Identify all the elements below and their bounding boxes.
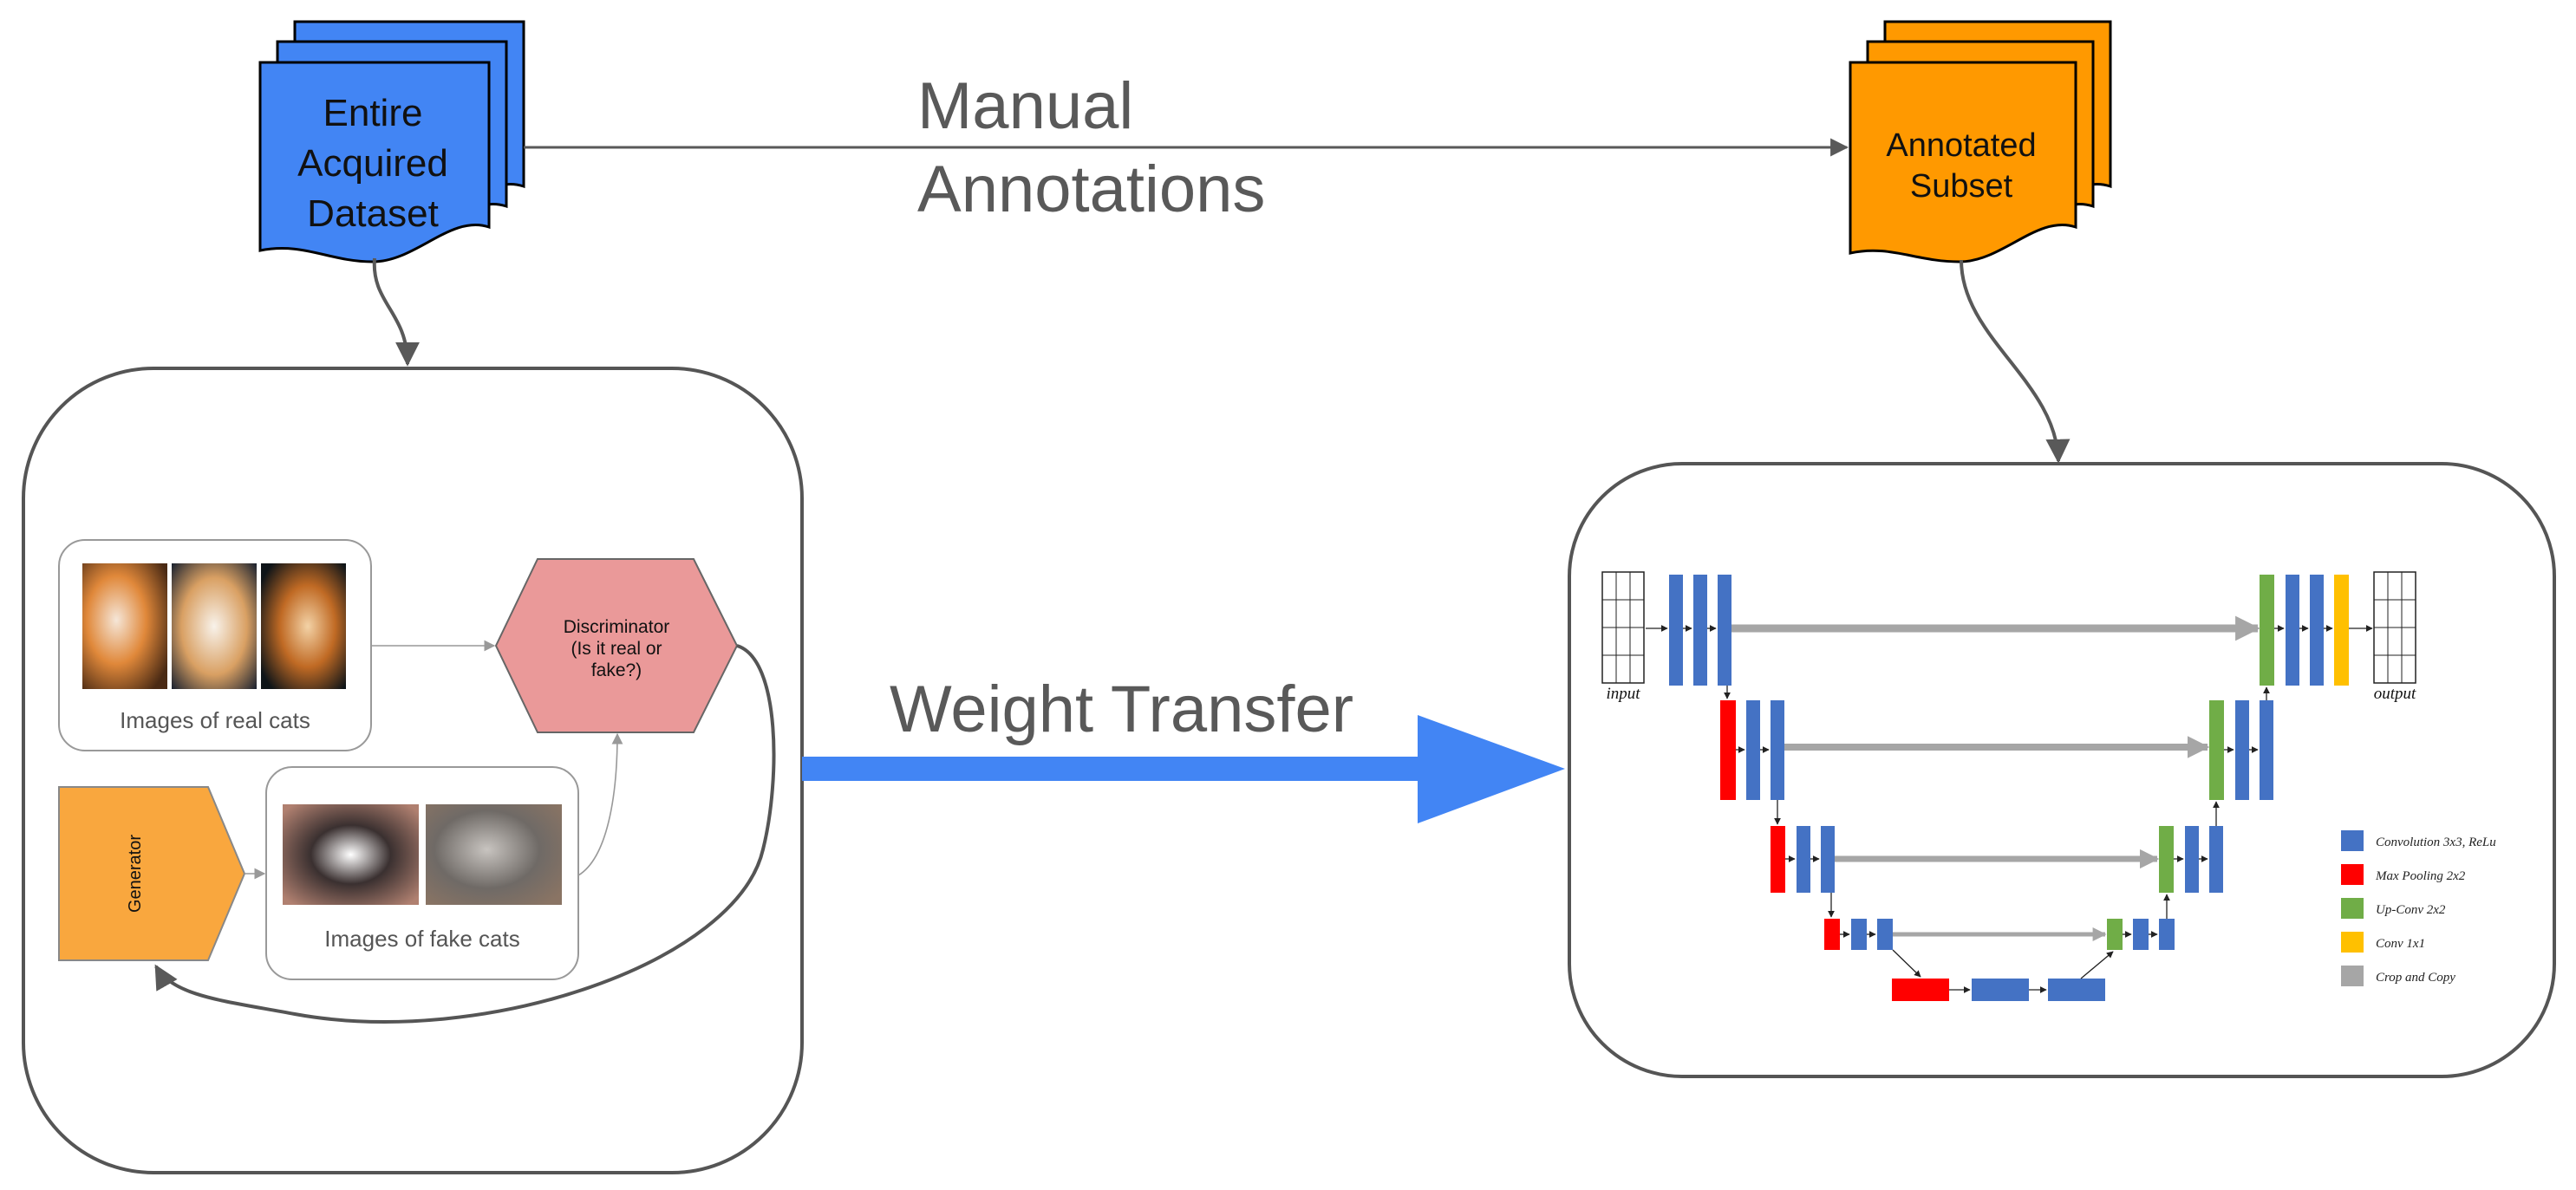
pool-block — [1771, 826, 1785, 893]
conv-block — [1877, 919, 1893, 950]
upconv-block — [2107, 919, 2123, 950]
legend-swatch-pool — [2341, 864, 2364, 885]
discriminator-node: Discriminator (Is it real or fake?) — [494, 558, 739, 733]
pool-block — [1892, 979, 1949, 1001]
unet-output-grid — [2373, 571, 2416, 684]
legend-label-upconv: Up-Conv 2x2 — [2376, 903, 2446, 917]
weight-transfer-label: Weight Transfer — [890, 673, 1353, 746]
legend-label-copy: Crop and Copy — [2376, 971, 2455, 985]
conv-block — [1851, 919, 1867, 950]
unet-panel — [1568, 462, 2556, 1078]
subset-label-line2: Subset — [1910, 168, 2013, 205]
feedback-arrow — [154, 644, 776, 1024]
conv-block — [1972, 979, 2029, 1001]
generator-node: Generator — [58, 786, 246, 961]
fake-cat-image-2 — [426, 804, 562, 905]
dataset-label-line1: Entire — [323, 92, 423, 134]
conv-block — [2235, 700, 2249, 800]
conv-block — [2310, 575, 2324, 686]
fake-to-discriminator-arrow — [577, 732, 623, 876]
conv1x1-block — [2334, 575, 2349, 686]
real-cat-image-2 — [172, 563, 257, 689]
conv-block — [2133, 919, 2149, 950]
conv-block — [2286, 575, 2299, 686]
manual-annotations-line2: Annotations — [917, 153, 1265, 226]
upconv-block — [2209, 700, 2224, 800]
annotated-subset-node: Annotated Subset — [1849, 20, 2112, 263]
subset-label-line1: Annotated — [1886, 127, 2036, 164]
conv-block — [2260, 700, 2273, 800]
dataset-label-line2: Acquired — [297, 142, 448, 185]
generator-label: Generator — [126, 835, 145, 913]
discriminator-line3: fake?) — [591, 660, 642, 680]
legend-swatch-conv1x1 — [2341, 932, 2364, 953]
conv-block — [1746, 700, 1760, 800]
unet-input-label: input — [1606, 685, 1640, 703]
fake-cats-label: Images of fake cats — [324, 926, 519, 952]
conv-block — [1821, 826, 1835, 893]
pool-block — [1720, 700, 1736, 800]
conv-block — [2185, 826, 2199, 893]
unet-blocks — [1669, 575, 2349, 1001]
conv-block — [1718, 575, 1731, 686]
weight-transfer-arrow — [802, 715, 1565, 823]
real-cat-image-3 — [261, 563, 346, 689]
manual-annotations-line1: Manual — [917, 69, 1133, 143]
conv-block — [2209, 826, 2223, 893]
discriminator-line1: Discriminator — [564, 617, 670, 637]
conv-block — [2159, 919, 2175, 950]
fake-cats-card: Images of fake cats — [265, 766, 579, 980]
conv-block — [1797, 826, 1810, 893]
pool-block — [1824, 919, 1840, 950]
dataset-label-line3: Dataset — [307, 192, 439, 235]
conv-block — [1669, 575, 1683, 686]
real-cat-image-1 — [82, 563, 167, 689]
entire-dataset-node: Entire Acquired Dataset — [258, 20, 525, 263]
real-cats-card: Images of real cats — [58, 539, 372, 751]
unet-output-label: output — [2374, 685, 2416, 703]
real-cats-label: Images of real cats — [120, 707, 310, 733]
legend-label-pool: Max Pooling 2x2 — [2375, 869, 2466, 883]
legend-label-conv: Convolution 3x3, ReLu — [2376, 836, 2496, 849]
unet-copy-connections — [1731, 615, 2260, 942]
conv-block — [2048, 979, 2105, 1001]
legend-label-conv1x1: Conv 1x1 — [2376, 937, 2425, 951]
fake-cat-image-1 — [283, 804, 419, 905]
conv-block — [1693, 575, 1707, 686]
unet-flow-arrows — [1646, 625, 2373, 993]
legend-swatch-conv — [2341, 830, 2364, 851]
unet-input-grid — [1601, 571, 1645, 684]
unet-legend: Convolution 3x3, ReLu Max Pooling 2x2 Up… — [2341, 830, 2496, 986]
legend-swatch-copy — [2341, 966, 2364, 986]
upconv-block — [2159, 826, 2174, 893]
discriminator-line2: (Is it real or — [571, 639, 662, 659]
subset-to-unet-arrow — [1960, 259, 2071, 464]
legend-swatch-upconv — [2341, 898, 2364, 919]
upconv-block — [2260, 575, 2274, 686]
conv-block — [1771, 700, 1784, 800]
dataset-to-gan-arrow — [372, 257, 420, 367]
